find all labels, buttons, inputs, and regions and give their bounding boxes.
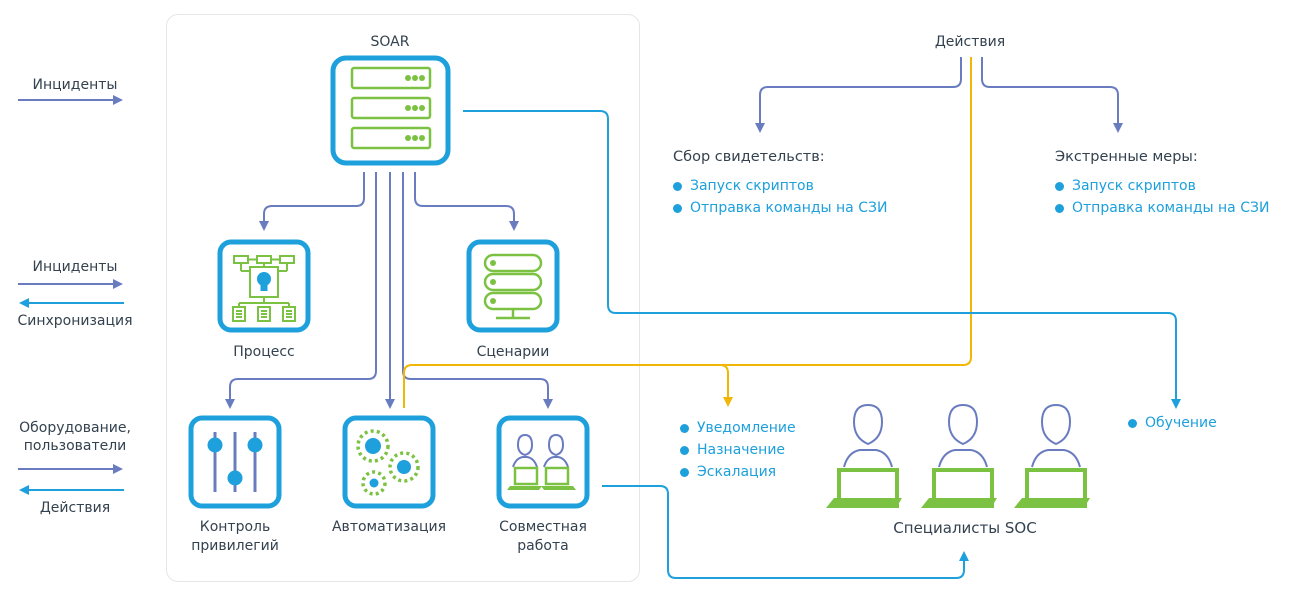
process-flow-bulb-icon bbox=[217, 239, 311, 333]
connector-soar-process bbox=[259, 172, 365, 231]
connector-soar-privileges bbox=[225, 172, 377, 409]
module-process-label: Процесс bbox=[233, 344, 295, 360]
soar-frame bbox=[166, 14, 640, 582]
bullet-icon bbox=[680, 423, 689, 433]
scenario-database-icon bbox=[466, 239, 560, 333]
soc-specialists-group bbox=[820, 400, 1100, 510]
emergency-heading: Экстренные меры: bbox=[1055, 149, 1198, 165]
connector-soar-scenarios bbox=[414, 172, 519, 231]
module-automation[interactable] bbox=[342, 415, 436, 509]
module-automation-label: Автоматизация bbox=[331, 519, 447, 535]
module-collaboration[interactable] bbox=[496, 415, 590, 509]
list-item: Запуск скриптов bbox=[1055, 175, 1269, 197]
module-scenarios[interactable] bbox=[466, 239, 560, 333]
user-laptop-icon bbox=[1014, 403, 1090, 508]
connector-collaboration-soc bbox=[602, 485, 969, 579]
bullet-icon bbox=[680, 467, 689, 477]
emergency-list: Запуск скриптов Отправка команды на СЗИ bbox=[1055, 175, 1269, 219]
actions-title: Действия bbox=[934, 34, 1006, 50]
left-label-incidents-1: Инциденты bbox=[32, 77, 118, 93]
list-item: Обучение bbox=[1128, 412, 1217, 434]
bullet-icon bbox=[1055, 203, 1064, 213]
connector-actions-evidence bbox=[755, 57, 962, 133]
notifications-list: Уведомление Назначение Эскалация bbox=[680, 417, 796, 483]
bullet-icon bbox=[1055, 181, 1064, 191]
left-label-users: пользователи bbox=[23, 438, 127, 454]
evidence-heading: Сбор свидетельств: bbox=[673, 149, 825, 165]
bullet-icon bbox=[680, 445, 689, 455]
training-list: Обучение bbox=[1128, 412, 1217, 434]
server-rack-icon bbox=[330, 55, 451, 166]
module-privileges[interactable] bbox=[188, 415, 282, 509]
module-privileges-label-1: Контроль bbox=[199, 519, 271, 535]
bullet-icon bbox=[673, 181, 682, 191]
list-item: Назначение bbox=[680, 439, 796, 461]
connector-actions-emergency bbox=[981, 57, 1123, 133]
evidence-list: Запуск скриптов Отправка команды на СЗИ bbox=[673, 175, 887, 219]
soc-label: Специалисты SOC bbox=[893, 519, 1037, 537]
user-laptop-icon bbox=[826, 403, 902, 508]
connector-actions-automation bbox=[403, 57, 972, 408]
module-collaboration-label-2: работа bbox=[517, 538, 569, 554]
soc-specialists-icons bbox=[826, 403, 1090, 508]
soar-title: SOAR bbox=[370, 34, 410, 50]
connector-soar-training bbox=[463, 110, 1181, 409]
gears-icon bbox=[342, 415, 436, 509]
left-label-actions: Действия bbox=[39, 500, 111, 516]
module-scenarios-label: Сценарии bbox=[476, 344, 550, 360]
bullet-icon bbox=[673, 203, 682, 213]
module-privileges-label-2: привилегий bbox=[191, 538, 279, 554]
list-item: Эскалация bbox=[680, 461, 796, 483]
list-item: Отправка команды на СЗИ bbox=[673, 197, 887, 219]
module-process[interactable] bbox=[217, 239, 311, 333]
user-laptop-icon bbox=[921, 403, 997, 508]
connector-to-notifications bbox=[719, 364, 733, 407]
two-users-laptops-icon bbox=[496, 415, 590, 509]
left-label-sync: Синхронизация bbox=[17, 313, 133, 329]
bullet-icon bbox=[1128, 418, 1137, 428]
left-label-incidents-2: Инциденты bbox=[32, 259, 118, 275]
list-item: Отправка команды на СЗИ bbox=[1055, 197, 1269, 219]
soar-server-box[interactable] bbox=[330, 55, 451, 166]
sliders-icon bbox=[188, 415, 282, 509]
list-item: Уведомление bbox=[680, 417, 796, 439]
module-collaboration-label-1: Совместная bbox=[499, 519, 587, 535]
left-label-equipment: Оборудование, bbox=[19, 420, 131, 436]
list-item: Запуск скриптов bbox=[673, 175, 887, 197]
